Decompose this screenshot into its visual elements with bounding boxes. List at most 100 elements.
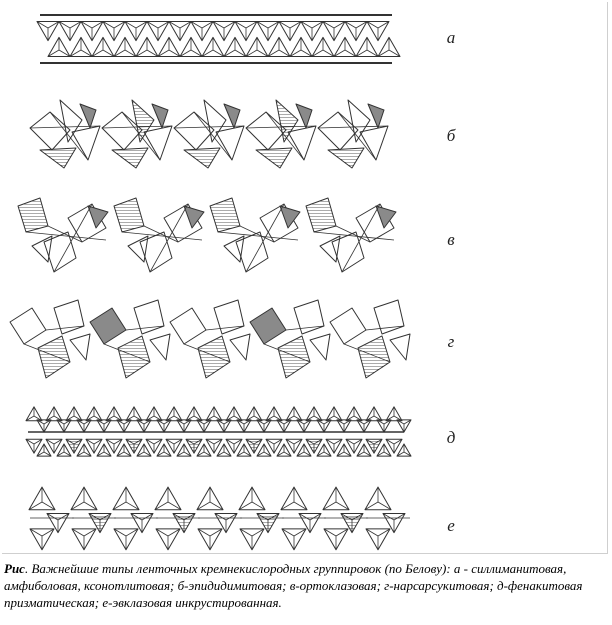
tetrahedron (130, 512, 154, 534)
tetrahedron (156, 419, 172, 433)
tetrahedron (281, 528, 307, 551)
edge (385, 415, 395, 422)
edge (103, 343, 151, 363)
edge (245, 438, 255, 445)
tetrahedron (156, 443, 172, 457)
tetrahedron (29, 111, 71, 151)
edge (121, 231, 203, 241)
tetrahedron (256, 419, 272, 433)
edge (281, 528, 295, 537)
edge (205, 438, 215, 445)
tetrahedron (143, 125, 173, 161)
edge (176, 451, 185, 457)
tetrahedron (76, 443, 92, 457)
tetrahedron (131, 99, 155, 143)
edge (133, 438, 143, 445)
edge (96, 419, 105, 425)
edge (223, 451, 232, 457)
tetrahedron (87, 205, 109, 229)
edge (76, 451, 85, 457)
tetrahedron (396, 419, 412, 433)
tetrahedron (377, 36, 401, 58)
tetrahedron (285, 438, 303, 454)
edge (223, 49, 236, 57)
edge (340, 513, 353, 521)
edge (102, 21, 115, 29)
band-label-a: а (446, 28, 456, 47)
edge (130, 513, 143, 521)
tetrahedron (239, 528, 265, 551)
edge (53, 203, 93, 273)
edge (179, 21, 192, 29)
edge (383, 451, 392, 457)
edge (322, 501, 337, 511)
edge (265, 111, 305, 161)
edge (196, 451, 205, 457)
edge (356, 451, 365, 457)
tetrahedron (71, 125, 101, 161)
tetrahedron (69, 36, 93, 58)
tetrahedron (225, 406, 243, 422)
edge (234, 49, 247, 57)
edge (212, 21, 225, 29)
edge (53, 438, 63, 445)
edge (256, 49, 269, 57)
tetrahedron (36, 443, 52, 457)
tetrahedron (289, 36, 313, 58)
edge (214, 513, 227, 521)
edge (273, 438, 283, 445)
edge (236, 451, 245, 457)
edge (344, 49, 357, 57)
edge (296, 419, 305, 425)
tetrahedron (190, 20, 214, 42)
edge (289, 21, 302, 29)
edge (245, 49, 258, 57)
tetrahedron (236, 419, 252, 433)
tetrahedron (316, 443, 332, 457)
tetrahedron (309, 333, 331, 361)
tetrahedron (163, 203, 203, 243)
tetrahedron (382, 512, 406, 534)
tetrahedron (280, 486, 308, 511)
edge (300, 21, 313, 29)
tetrahedron (203, 99, 227, 143)
edge (183, 513, 196, 521)
edge (125, 438, 135, 445)
edge (253, 438, 263, 445)
tetrahedron (245, 406, 263, 422)
edge (245, 415, 255, 422)
edge (183, 343, 231, 363)
tetrahedron (113, 36, 137, 58)
tetrahedron (385, 406, 403, 422)
edge (293, 438, 303, 445)
edge (263, 343, 311, 363)
tetrahedron (79, 103, 97, 129)
band-label-b: б (446, 126, 456, 145)
edge (377, 21, 390, 29)
edge (317, 125, 389, 129)
edge (49, 111, 89, 161)
edge (396, 451, 405, 457)
tetrahedron (31, 235, 53, 263)
tetrahedron (277, 335, 311, 379)
edge (355, 21, 368, 29)
tetrahedron (145, 406, 163, 422)
edge (285, 325, 325, 331)
edge (256, 21, 269, 29)
tetrahedron (169, 307, 207, 345)
tetrahedron (325, 406, 343, 422)
edge (212, 49, 225, 57)
tetrahedron (212, 20, 236, 42)
edge (355, 49, 368, 57)
edge (305, 415, 315, 422)
tetrahedron (96, 419, 112, 433)
tetrahedron (168, 20, 192, 42)
tetrahedron (278, 20, 302, 42)
edge (311, 21, 324, 29)
tetrahedron (357, 335, 391, 379)
edge (73, 438, 83, 445)
edge (382, 513, 395, 521)
edge (278, 49, 291, 57)
edge (209, 501, 224, 511)
tetrahedron (47, 36, 71, 58)
